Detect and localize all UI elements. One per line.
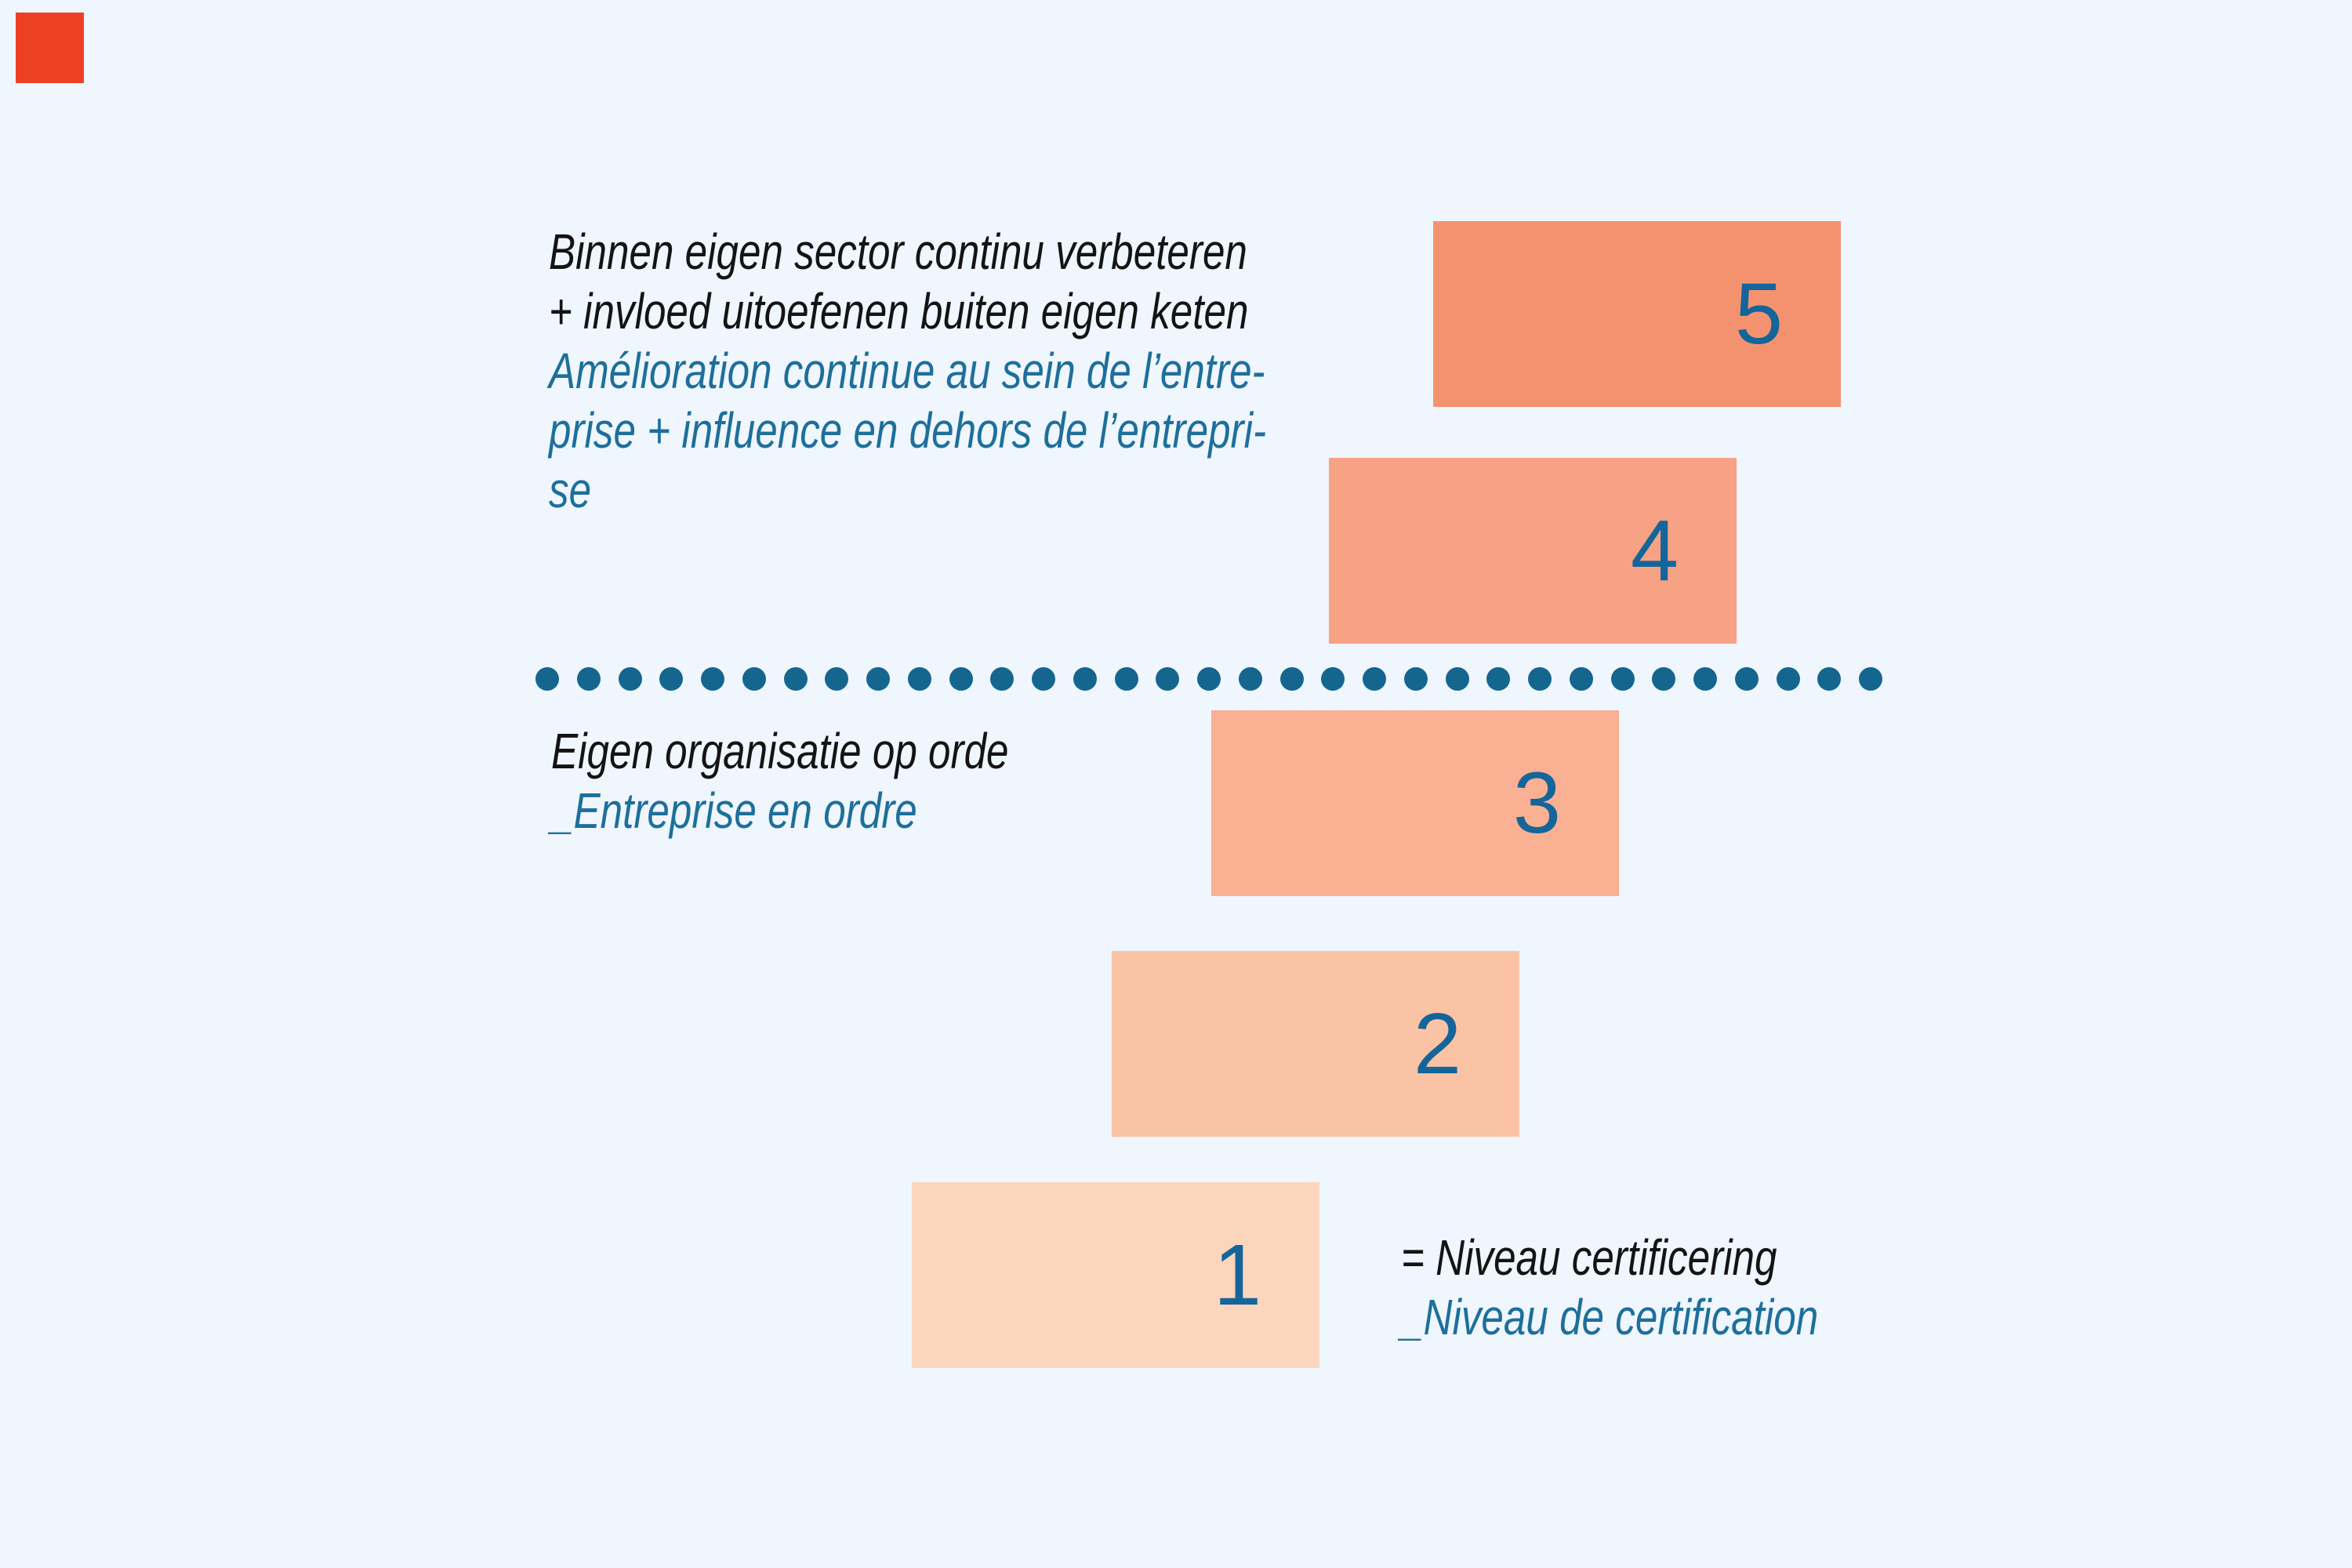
divider-dot <box>990 667 1014 691</box>
level-box-1: 1 <box>912 1182 1319 1368</box>
legend-fr: _Niveau de certification <box>1401 1289 1819 1345</box>
divider-dot <box>1859 667 1882 691</box>
level-box-2: 2 <box>1112 951 1519 1137</box>
level3-description-nl: Eigen organisatie op orde <box>551 723 1009 779</box>
divider-dot <box>1734 667 1759 691</box>
divider-dot <box>907 667 931 691</box>
level5-description-fr-line3: se <box>549 462 592 518</box>
divider-dot <box>1363 667 1386 691</box>
divider-dot <box>1652 667 1676 691</box>
level-number-1: 1 <box>1213 1226 1261 1323</box>
legend-nl: = Niveau certificering <box>1401 1229 1777 1286</box>
brand-corner-square <box>16 13 84 83</box>
legend: = Niveau certificering _Niveau de certif… <box>1401 1228 1818 1347</box>
level-number-5: 5 <box>1734 265 1783 362</box>
level-number-2: 2 <box>1413 995 1461 1092</box>
divider-dot <box>866 667 890 691</box>
divider-dot <box>1156 667 1180 691</box>
level5-description-nl-line1: Binnen eigen sector continu verbeteren <box>549 223 1247 280</box>
level5-description-fr-line2: prise + influence en dehors de l’entrepr… <box>549 402 1267 459</box>
level5-description: Binnen eigen sector continu verbeteren +… <box>549 222 1266 520</box>
divider-dot <box>1776 667 1800 691</box>
divider-dot <box>1486 667 1511 691</box>
divider-dot <box>701 667 724 691</box>
divider-dot <box>535 667 559 691</box>
divider-dot <box>1403 667 1428 691</box>
level-box-4: 4 <box>1329 458 1737 644</box>
level-number-3: 3 <box>1512 754 1561 851</box>
level3-description: Eigen organisatie op orde _Entreprise en… <box>551 721 1009 840</box>
divider-dot <box>1238 667 1262 691</box>
divider-dot <box>1073 667 1097 691</box>
divider-dot <box>1032 667 1055 691</box>
divider-dot <box>742 667 766 691</box>
divider-dot <box>1817 667 1842 691</box>
divider-dot <box>949 667 973 691</box>
divider-dot <box>1197 667 1221 691</box>
dotted-divider <box>535 667 1882 691</box>
level5-description-fr-line1: Amélioration continue au sein de l’entre… <box>549 343 1265 399</box>
level-number-4: 4 <box>1630 502 1679 599</box>
level5-description-nl-line2: + invloed uitoefenen buiten eigen keten <box>549 283 1249 339</box>
divider-dot <box>618 667 642 691</box>
divider-dot <box>1528 667 1552 691</box>
divider-dot <box>825 667 849 691</box>
divider-dot <box>576 667 601 691</box>
divider-dot <box>1279 667 1304 691</box>
divider-dot <box>1445 667 1469 691</box>
divider-dot <box>1569 667 1593 691</box>
level-box-5: 5 <box>1433 221 1841 407</box>
divider-dot <box>1321 667 1345 691</box>
level-box-3: 3 <box>1211 710 1619 896</box>
divider-dot <box>659 667 684 691</box>
divider-dot <box>1114 667 1138 691</box>
divider-dot <box>1693 667 1717 691</box>
divider-dot <box>783 667 808 691</box>
level3-description-fr: _Entreprise en ordre <box>551 782 917 839</box>
divider-dot <box>1610 667 1635 691</box>
